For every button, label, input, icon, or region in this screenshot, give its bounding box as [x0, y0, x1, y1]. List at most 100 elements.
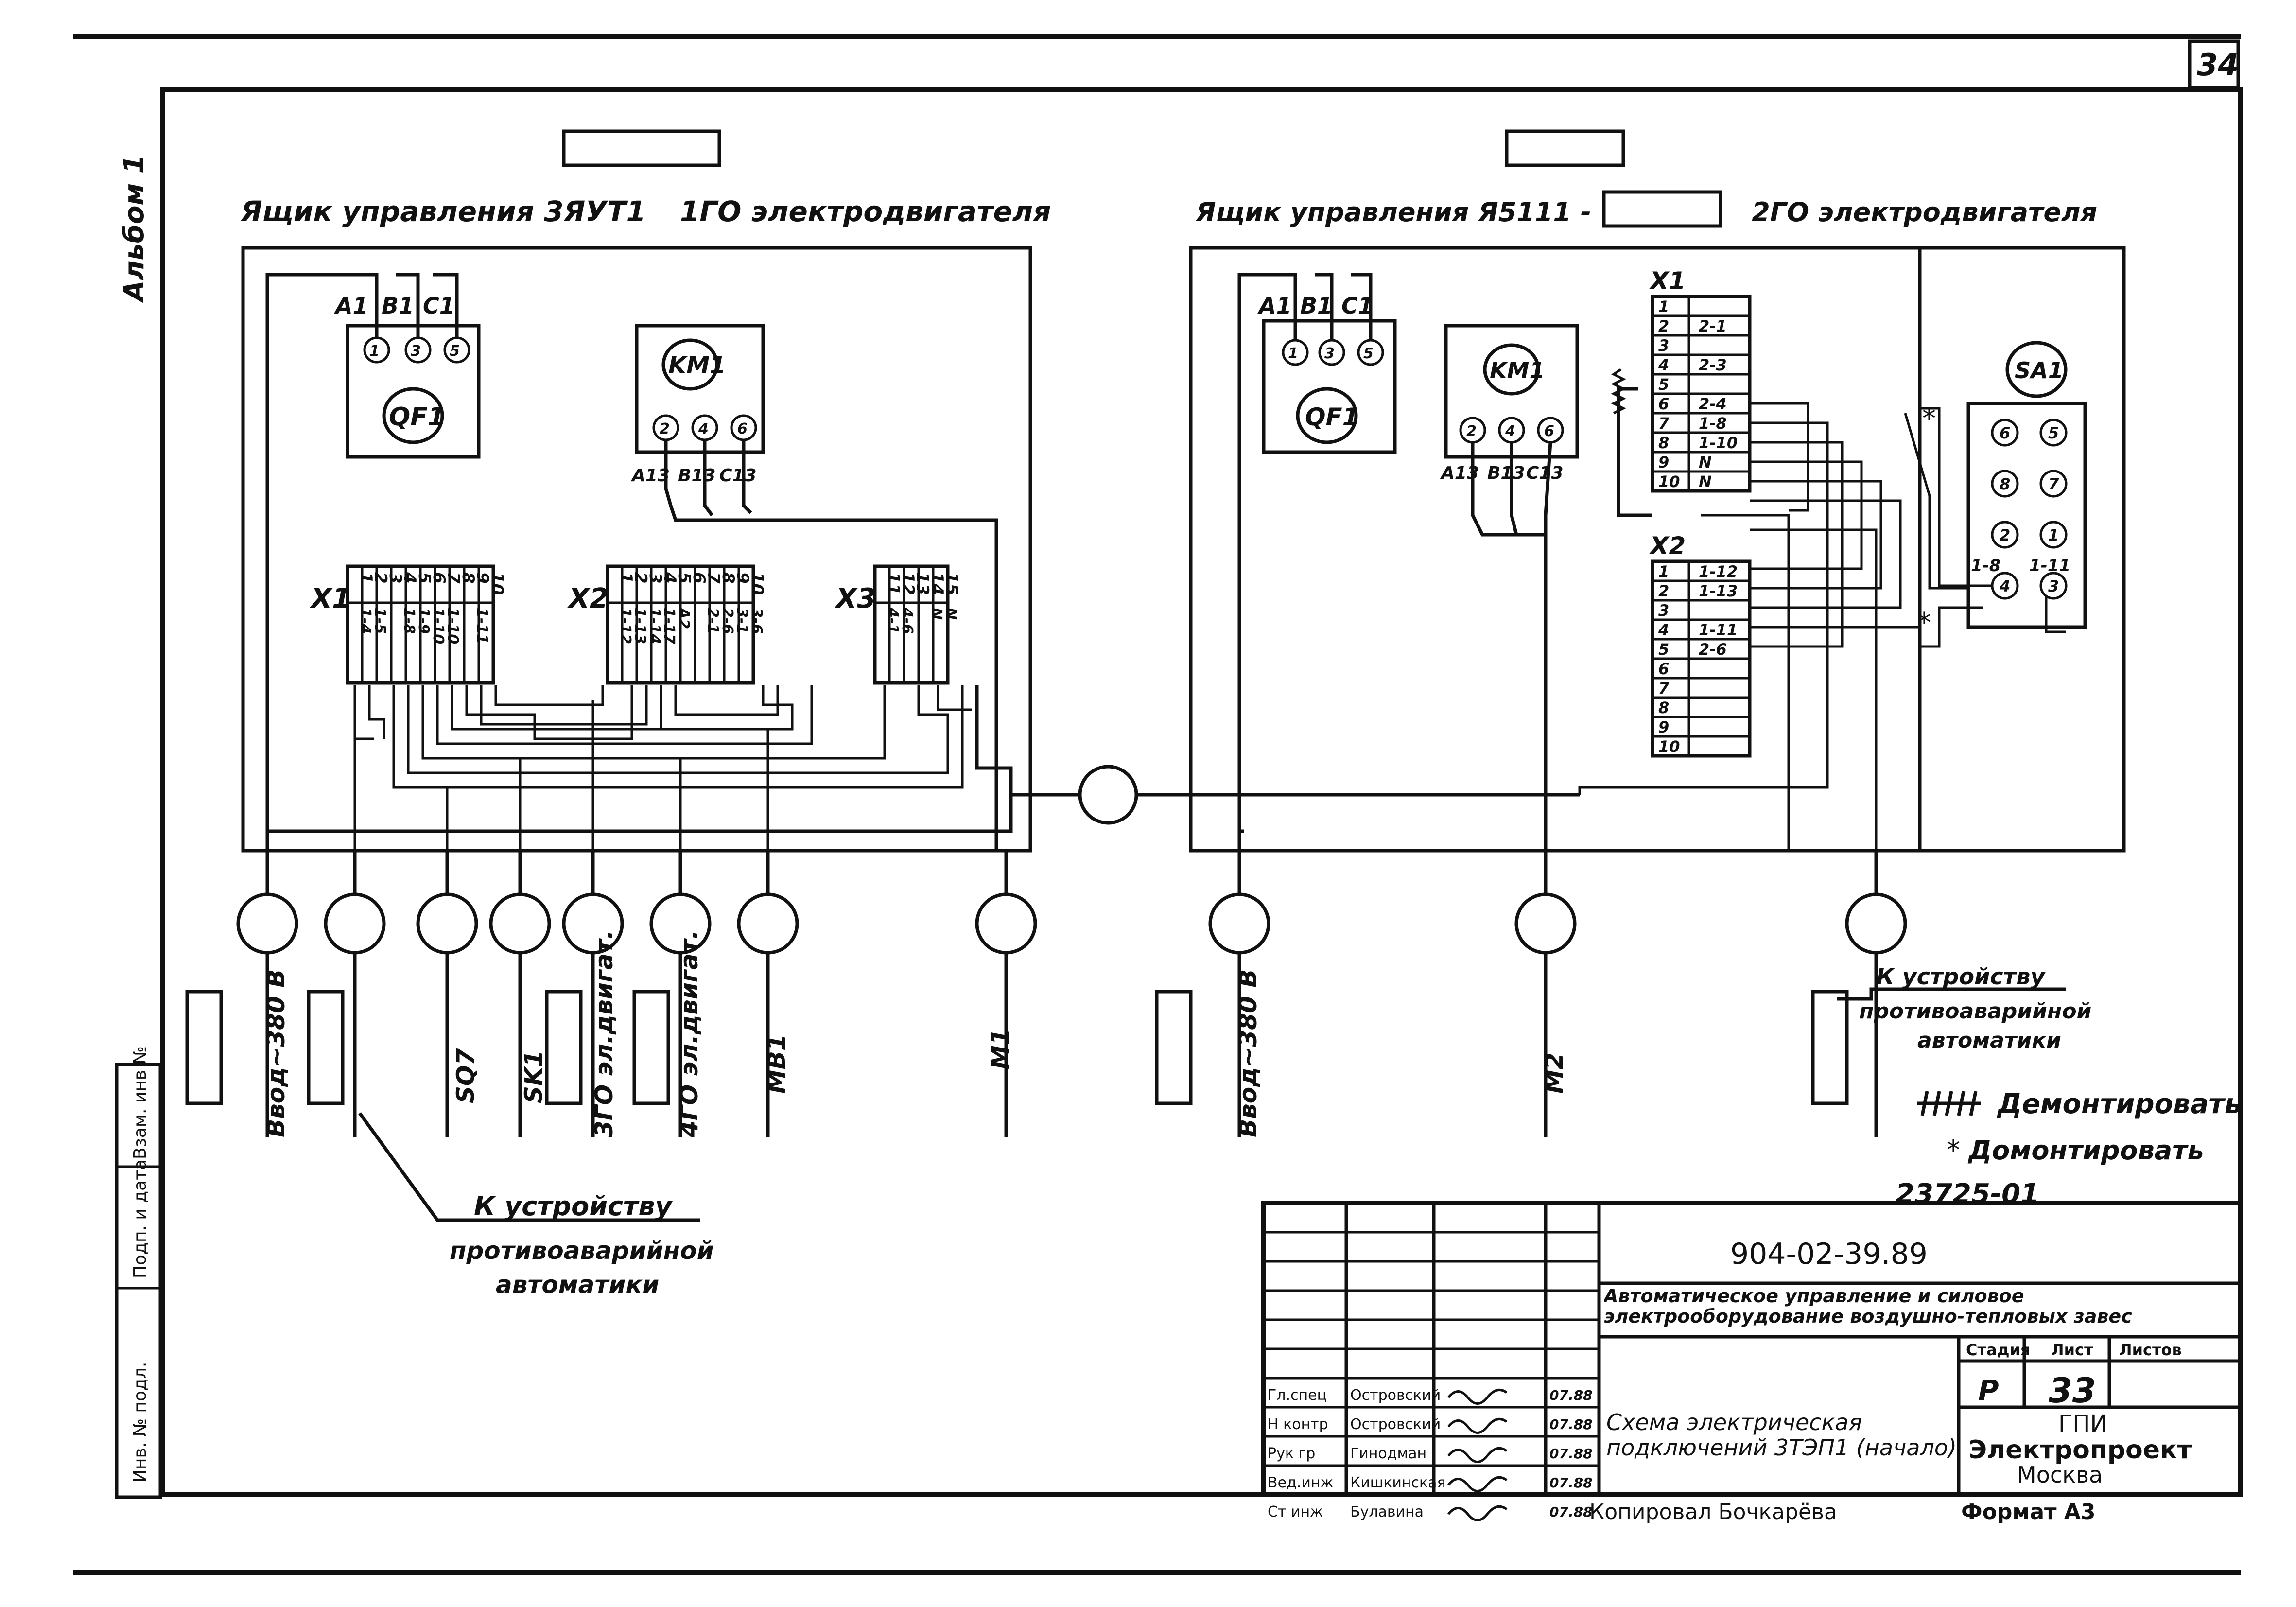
- signature-role: Ст инж: [1268, 1503, 1323, 1520]
- svg-text:C13: C13: [719, 466, 757, 486]
- box2-km1-circle: [1483, 343, 1540, 396]
- box1-km1-circle: [661, 338, 719, 391]
- signature-name: Островский: [1350, 1387, 1441, 1404]
- signature-name: Булавина: [1350, 1503, 1424, 1520]
- drawing-frame: [160, 87, 2243, 1497]
- format: Формат А3: [1961, 1500, 2096, 1524]
- svg-text:B13: B13: [678, 466, 716, 486]
- terminal-number: 2: [371, 572, 390, 584]
- terminal-wire-label: 2-4: [1699, 395, 1727, 413]
- svg-text:4: 4: [1505, 423, 1515, 440]
- terminal-number: 1: [1658, 297, 1669, 316]
- cable-blank-tag: [1155, 990, 1193, 1105]
- side-strip-box: [115, 1063, 162, 1499]
- org-line1: ГПИ: [2058, 1410, 2107, 1437]
- box2-blank-tag-2: [1602, 190, 1722, 228]
- svg-text:6: 6: [2000, 424, 2010, 442]
- terminal-wire-label: 1-5: [371, 608, 388, 634]
- terminal-wire-label: 1-10: [444, 608, 461, 644]
- note1-line2: противоаварийной: [450, 1237, 714, 1265]
- terminal-wire-label: N: [1699, 453, 1712, 472]
- terminal-number: 13: [913, 572, 932, 595]
- legend-star: *: [1947, 1135, 1960, 1166]
- box1-km1-label: KM1: [668, 352, 726, 379]
- note2-line2: противоаварийной: [1859, 999, 2091, 1024]
- signature-date: 07.88: [1549, 1504, 1593, 1520]
- box2-phase-a1: A1: [1257, 293, 1292, 319]
- signature-date: 07.88: [1549, 1446, 1593, 1462]
- legend-dismantle: Демонтировать: [1997, 1088, 2242, 1120]
- box1-phase-c1: C1: [423, 293, 455, 319]
- signature-mark: [1447, 1447, 1508, 1463]
- terminal-wire-label: 1-9: [415, 608, 432, 634]
- terminal-wire-label: 1-14: [646, 608, 663, 644]
- box2-qf1-label: QF1: [1305, 403, 1359, 431]
- sheet-value: 33: [2049, 1371, 2096, 1411]
- signature-name: Кишкинская: [1350, 1474, 1446, 1491]
- stage-header: Стадия: [1966, 1341, 2030, 1359]
- terminal-wire-label: 1-10: [430, 608, 447, 644]
- terminal-wire-label: 1-12: [1699, 562, 1738, 581]
- sheets-header: Листов: [2119, 1341, 2182, 1359]
- cable-gland: [416, 892, 478, 955]
- inter-box-cable-circle: [1078, 765, 1138, 825]
- box1-qf1-circle: [382, 387, 444, 444]
- box1-strip-x2: 11-1221-1331-1441-175A2672-182-693-1103-…: [606, 564, 767, 685]
- org-line2: Электропроект: [1968, 1435, 2192, 1465]
- terminal-number: 8: [1658, 434, 1669, 452]
- signature-role: Н контр: [1268, 1416, 1328, 1433]
- terminal-number: 10: [1658, 472, 1680, 491]
- terminal-number: 10: [487, 572, 507, 595]
- cable-blank-tag: [185, 990, 223, 1105]
- cable-label: M2: [1540, 1052, 1568, 1094]
- terminal-number: 4: [660, 572, 679, 584]
- terminal-number: 2: [631, 572, 650, 584]
- svg-text:2: 2: [2000, 526, 2010, 544]
- org-line3: Москва: [2017, 1462, 2103, 1488]
- terminal-number: 12: [898, 572, 918, 595]
- signature-mark: [1447, 1505, 1508, 1521]
- cable-gland: [236, 892, 298, 955]
- cable-gland: [737, 892, 799, 955]
- terminal-number: 5: [675, 572, 694, 584]
- terminal-wire-label: N: [942, 608, 959, 620]
- cable-label: M1: [986, 1028, 1014, 1069]
- terminal-number: 8: [718, 572, 738, 584]
- terminal-number: 6: [1658, 660, 1669, 678]
- signature-date: 07.88: [1549, 1416, 1593, 1432]
- terminal-number: 4: [1658, 356, 1669, 374]
- box2-switch-sa1: [1966, 402, 2087, 629]
- signature-mark: [1447, 1476, 1508, 1492]
- page-number-box: [2188, 39, 2240, 89]
- svg-text:B13: B13: [1487, 463, 1525, 483]
- signature-role: Рук гр: [1268, 1445, 1315, 1462]
- terminal-wire-label: 3-6: [748, 608, 765, 634]
- terminal-number: 3: [1658, 601, 1669, 620]
- terminal-number: 6: [429, 572, 449, 584]
- svg-text:8: 8: [2000, 475, 2010, 493]
- terminal-number: 8: [458, 572, 478, 584]
- svg-text:1: 1: [369, 343, 380, 360]
- terminal-wire-label: N: [1699, 472, 1712, 491]
- terminal-number: 9: [473, 572, 492, 584]
- terminal-wire-label: 4-6: [899, 607, 916, 634]
- terminal-number: 9: [1658, 718, 1669, 736]
- terminal-number: 2: [1658, 582, 1669, 600]
- terminal-number: 4: [400, 572, 419, 584]
- svg-text:3: 3: [411, 343, 421, 360]
- signature-date: 07.88: [1549, 1475, 1593, 1491]
- box2-phase-b1: B1: [1300, 293, 1333, 319]
- side-strip-replace: Взам. инв №: [130, 1046, 150, 1159]
- cable-label: 4ГО эл.двигат.: [675, 930, 703, 1138]
- box1-enclosure: [241, 246, 1032, 853]
- cable-gland: [324, 892, 386, 955]
- terminal-wire-label: 2-6: [1699, 640, 1727, 659]
- terminal-wire-label: 1-4: [357, 608, 374, 634]
- terminal-number: 3: [1658, 336, 1669, 355]
- svg-text:4: 4: [698, 420, 709, 437]
- terminal-number: 7: [1658, 414, 1670, 433]
